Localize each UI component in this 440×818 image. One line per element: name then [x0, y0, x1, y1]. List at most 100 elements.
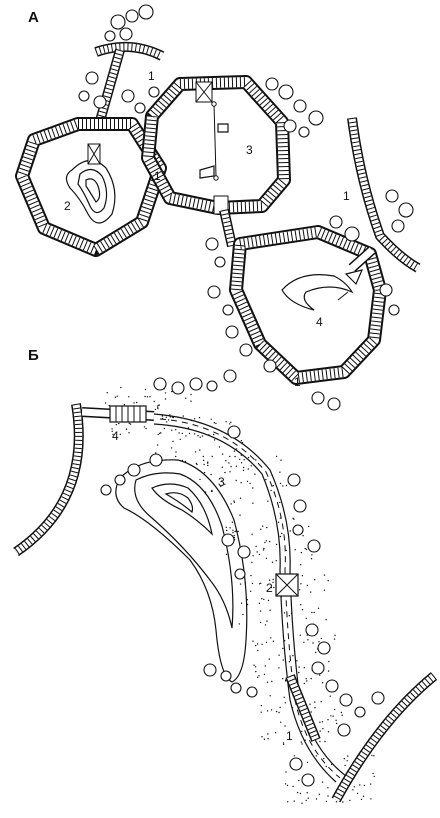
speckle-dot — [193, 433, 196, 435]
speckle-dot — [218, 446, 221, 448]
speckle-dot — [225, 421, 227, 423]
speckle-dot — [239, 497, 242, 499]
speckle-dot — [175, 451, 177, 453]
label-path: 1 — [294, 375, 301, 389]
speckle-dot — [250, 465, 252, 467]
label-crossing: 2 — [266, 581, 273, 595]
speckle-dot — [198, 416, 201, 419]
speckle-dot — [279, 482, 282, 485]
speckle-dot — [221, 480, 223, 482]
speckle-dot — [225, 460, 227, 462]
speckle-dot — [255, 670, 257, 673]
speckle-dot — [263, 547, 265, 550]
speckle-dot — [164, 398, 167, 400]
speckle-dot — [221, 466, 223, 468]
speckle-dot — [224, 483, 226, 485]
speckle-dot — [165, 416, 167, 418]
speckle-dot — [306, 680, 308, 682]
speckle-dot — [262, 525, 264, 527]
speckle-dot — [272, 581, 274, 584]
speckle-dot — [211, 455, 213, 458]
speckle-dot — [299, 634, 301, 636]
speckle-dot — [221, 453, 224, 455]
speckle-dot — [301, 743, 303, 745]
speckle-dot — [293, 755, 296, 757]
speckle-dot — [226, 529, 228, 532]
speckle-dot — [211, 489, 213, 492]
speckle-dot — [328, 660, 330, 663]
speckle-dot — [185, 435, 187, 437]
speckle-dot — [239, 583, 242, 585]
label-path: 1 — [154, 169, 161, 183]
speckle-dot — [154, 408, 157, 411]
speckle-dot — [203, 463, 205, 466]
speckle-dot — [145, 427, 147, 430]
speckle-dot — [266, 710, 269, 712]
speckle-dot — [356, 792, 359, 795]
speckle-dot — [307, 639, 309, 641]
speckle-dot — [257, 676, 259, 678]
speckle-dot — [373, 755, 375, 757]
speckle-dot — [256, 551, 258, 553]
speckle-dot — [157, 406, 159, 408]
speckle-dot — [199, 436, 201, 438]
speckle-dot — [247, 468, 249, 470]
speckle-dot — [266, 590, 269, 592]
speckle-dot — [318, 793, 321, 795]
speckle-dot — [282, 742, 285, 744]
speckle-dot — [259, 610, 262, 612]
speckle-dot — [298, 779, 300, 782]
speckle-dot — [323, 574, 326, 576]
speckle-dot — [261, 736, 263, 738]
speckle-dot — [265, 478, 267, 481]
speckle-dot — [207, 462, 209, 464]
speckle-dot — [282, 743, 285, 746]
speckle-dot — [282, 678, 284, 680]
speckle-dot — [256, 643, 259, 645]
label-room-2: 2 — [64, 199, 71, 213]
speckle-dot — [275, 543, 278, 546]
speckle-dot — [118, 422, 120, 425]
speckle-dot — [285, 680, 287, 682]
speckle-dot — [303, 667, 305, 669]
speckle-dot — [213, 439, 216, 441]
speckle-dot — [275, 455, 278, 458]
speckle-dot — [207, 461, 209, 463]
speckle-dot — [197, 435, 199, 437]
speckle-dot — [330, 715, 332, 717]
speckle-dot — [266, 526, 268, 529]
speckle-dot — [282, 659, 284, 661]
speckle-dot — [319, 740, 321, 743]
speckle-dot — [327, 731, 330, 733]
speckle-dot — [230, 503, 232, 505]
speckle-dot — [319, 721, 321, 723]
speckle-dot — [265, 641, 268, 643]
speckle-dot — [146, 396, 149, 398]
speckle-dot — [157, 433, 159, 436]
speckle-dot — [172, 440, 174, 443]
speckle-dot — [235, 479, 237, 482]
speckle-dot — [264, 541, 266, 544]
speckle-dot — [202, 455, 204, 458]
speckle-dot — [242, 613, 244, 616]
speckle-dot — [195, 462, 197, 465]
label-room-3: 3 — [246, 143, 253, 157]
speckle-dot — [144, 395, 146, 398]
speckle-dot — [253, 664, 255, 666]
speckle-dot — [273, 586, 275, 589]
speckle-dot — [178, 432, 180, 434]
speckle-dot — [274, 732, 277, 734]
speckle-dot — [258, 583, 261, 585]
speckle-dot — [284, 783, 287, 785]
speckle-dot — [263, 598, 265, 601]
speckle-dot — [251, 561, 253, 564]
speckle-dot — [327, 719, 329, 721]
speckle-dot — [272, 578, 274, 581]
speckle-dot — [167, 419, 170, 421]
speckle-dot — [270, 709, 273, 711]
speckle-dot — [282, 647, 284, 650]
speckle-dot — [163, 427, 166, 430]
speckle-dot — [314, 701, 316, 703]
speckle-dot — [224, 471, 226, 474]
speckle-dot — [333, 638, 336, 640]
